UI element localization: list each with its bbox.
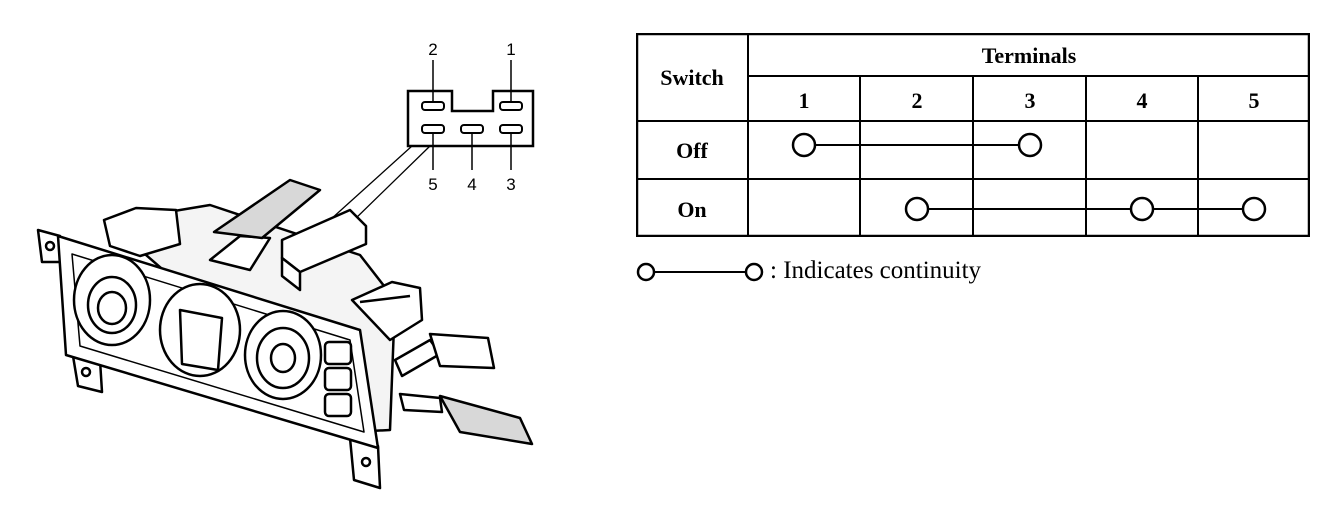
terminals-header: Terminals (982, 43, 1077, 68)
terminal-header-5: 5 (1249, 88, 1260, 113)
terminal-header-4: 4 (1137, 88, 1148, 113)
pin-label-4: 4 (467, 175, 476, 194)
terminal-header-2: 2 (912, 88, 923, 113)
switch-header: Switch (660, 65, 724, 90)
pin-label-3: 3 (506, 175, 515, 194)
continuity-point-on-terminal-5 (1241, 196, 1267, 222)
terminal-header-3: 3 (1025, 88, 1036, 113)
heater-control-panel (36, 178, 534, 490)
continuity-point-on-terminal-2 (904, 196, 930, 222)
continuity-point-off-terminal-1 (791, 132, 817, 158)
heater-control-illustration: 2 1 5 4 3 (36, 40, 535, 490)
continuity-table: Switch Terminals 1 2 3 4 5 Off On (636, 33, 1310, 237)
legend-text: : Indicates continuity (770, 257, 982, 284)
pin-label-5: 5 (428, 175, 437, 194)
terminal-header-1: 1 (799, 88, 810, 113)
connector-face: 2 1 5 4 3 (406, 40, 535, 194)
continuity-symbol (636, 262, 764, 282)
pin-label-2: 2 (428, 40, 437, 59)
continuity-marks (791, 132, 1267, 222)
pin-label-1: 1 (506, 40, 515, 59)
row-label-on: On (677, 197, 706, 222)
row-label-off: Off (676, 138, 708, 163)
continuity-point-off-terminal-3 (1017, 132, 1043, 158)
legend: : Indicates continuity (636, 255, 981, 287)
continuity-point-on-terminal-4 (1129, 196, 1155, 222)
